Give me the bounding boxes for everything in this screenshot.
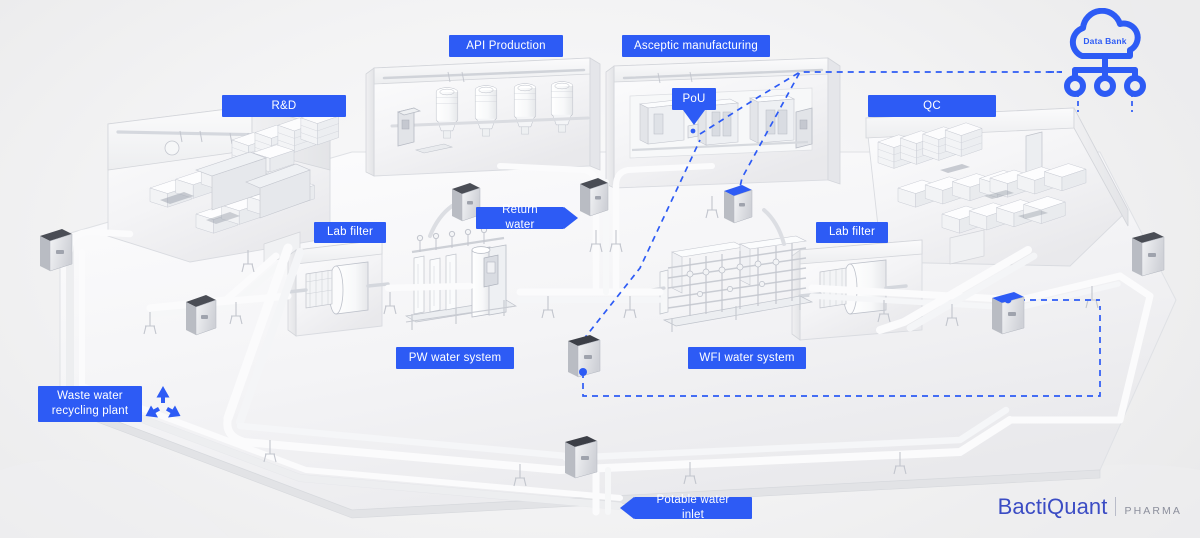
zone-qc bbox=[865, 107, 1129, 267]
sensor-waste-west bbox=[40, 229, 73, 272]
data-bank-node[interactable]: Data Bank bbox=[1050, 7, 1160, 98]
equipment-pw-water-system bbox=[404, 204, 518, 330]
sensor-pw-outlet bbox=[568, 335, 601, 378]
sensor-api-return bbox=[580, 178, 609, 217]
pou-drop-point bbox=[687, 123, 699, 139]
zone-api-production bbox=[365, 57, 601, 177]
data-bank-cloud-icon bbox=[1064, 7, 1146, 97]
brand-primary: BactiQuant bbox=[997, 494, 1108, 519]
recycling-icon bbox=[142, 384, 184, 424]
label-potable-water-inlet[interactable]: Potable water inlet bbox=[634, 494, 752, 521]
label-pw-water-system[interactable]: PW water system bbox=[396, 347, 514, 369]
label-return-water[interactable]: Return water bbox=[476, 204, 564, 231]
label-api-production[interactable]: API Production bbox=[449, 35, 563, 57]
zone-rnd bbox=[107, 105, 339, 265]
brand-secondary: PHARMA bbox=[1124, 505, 1182, 517]
label-waste-water-recycling-plant[interactable]: Waste water recycling plant bbox=[38, 386, 142, 422]
label-lab-filter-right[interactable]: Lab filter bbox=[816, 222, 888, 243]
sensor-aseptic-wall bbox=[724, 185, 753, 224]
data-bank-label: Data Bank bbox=[1083, 36, 1127, 46]
zone-lab-filter-left bbox=[286, 239, 390, 337]
sensor-east-perimeter bbox=[1132, 232, 1165, 277]
zone-aseptic-manufacturing bbox=[605, 57, 841, 189]
brand-lockup: BactiQuant PHARMA bbox=[998, 494, 1182, 520]
label-qc[interactable]: QC bbox=[868, 95, 996, 117]
label-aseptic-manufacturing[interactable]: Asceptic manufacturing bbox=[622, 35, 770, 57]
label-lab-filter-left[interactable]: Lab filter bbox=[314, 222, 386, 243]
sensor-rnd-loop bbox=[186, 295, 217, 336]
sensor-south-main bbox=[565, 436, 598, 479]
brand-divider bbox=[1115, 497, 1117, 516]
label-wfi-water-system[interactable]: WFI water system bbox=[688, 347, 806, 369]
label-pou[interactable]: PoU bbox=[672, 88, 716, 110]
label-rnd[interactable]: R&D bbox=[222, 95, 346, 117]
sensor-qc-loop bbox=[992, 292, 1025, 335]
equipment-wfi-water-system bbox=[638, 208, 814, 332]
pipe-network bbox=[66, 163, 1154, 516]
data-network-dashed-links bbox=[582, 71, 1133, 397]
